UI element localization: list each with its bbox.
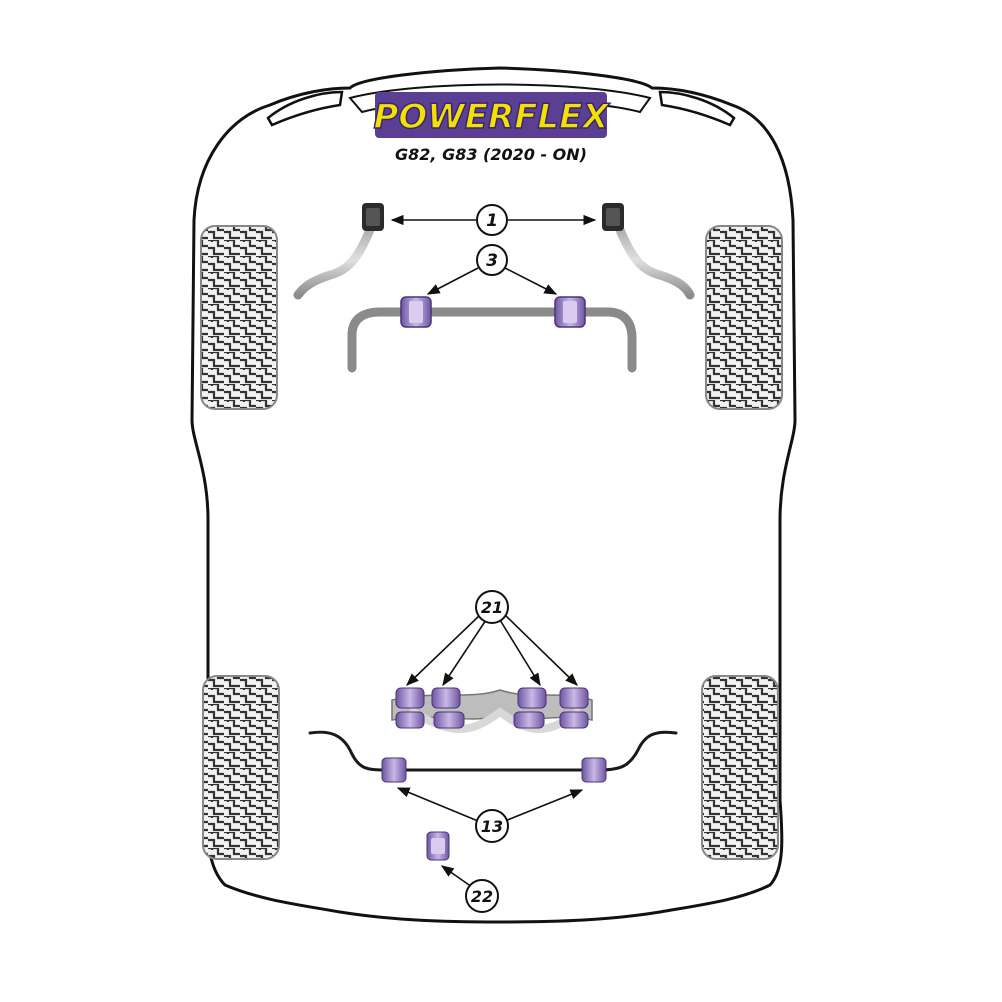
- front-arb-bush-right: [554, 296, 586, 328]
- front-left-tyre: [200, 225, 278, 410]
- powerflex-logo: POWERFLEX: [373, 92, 611, 138]
- rear-right-tyre: [701, 675, 779, 860]
- svg-text:22: 22: [471, 887, 493, 906]
- right-headlight: [658, 90, 736, 127]
- callout-13: 13: [475, 809, 509, 843]
- rear-arb-bush-left: [381, 757, 407, 783]
- rear-arb-bush-right: [581, 757, 607, 783]
- left-headlight: [266, 90, 344, 127]
- callout-3: 3: [476, 244, 508, 276]
- front-left-drop-link: [293, 203, 384, 300]
- rear-left-tyre: [202, 675, 280, 860]
- front-right-drop-link: [602, 203, 695, 300]
- front-right-tyre: [705, 225, 783, 410]
- callout-arrows: [390, 214, 597, 888]
- front-anti-roll-bar: [347, 307, 637, 373]
- front-arb-bush-left: [400, 296, 432, 328]
- model-text: G82, G83 (2020 - ON): [395, 145, 587, 164]
- rear-subframe-bushes: [395, 687, 589, 729]
- svg-text:21: 21: [481, 598, 503, 617]
- svg-text:13: 13: [481, 817, 503, 836]
- svg-text:3: 3: [486, 251, 498, 271]
- callout-22: 22: [465, 879, 499, 913]
- rear-anti-roll-bar: [308, 730, 678, 772]
- loose-bush-22: [426, 831, 450, 861]
- callout-1: 1: [476, 204, 508, 236]
- callout-21: 21: [475, 590, 509, 624]
- logo-text: POWERFLEX: [373, 97, 610, 137]
- svg-text:1: 1: [486, 211, 498, 231]
